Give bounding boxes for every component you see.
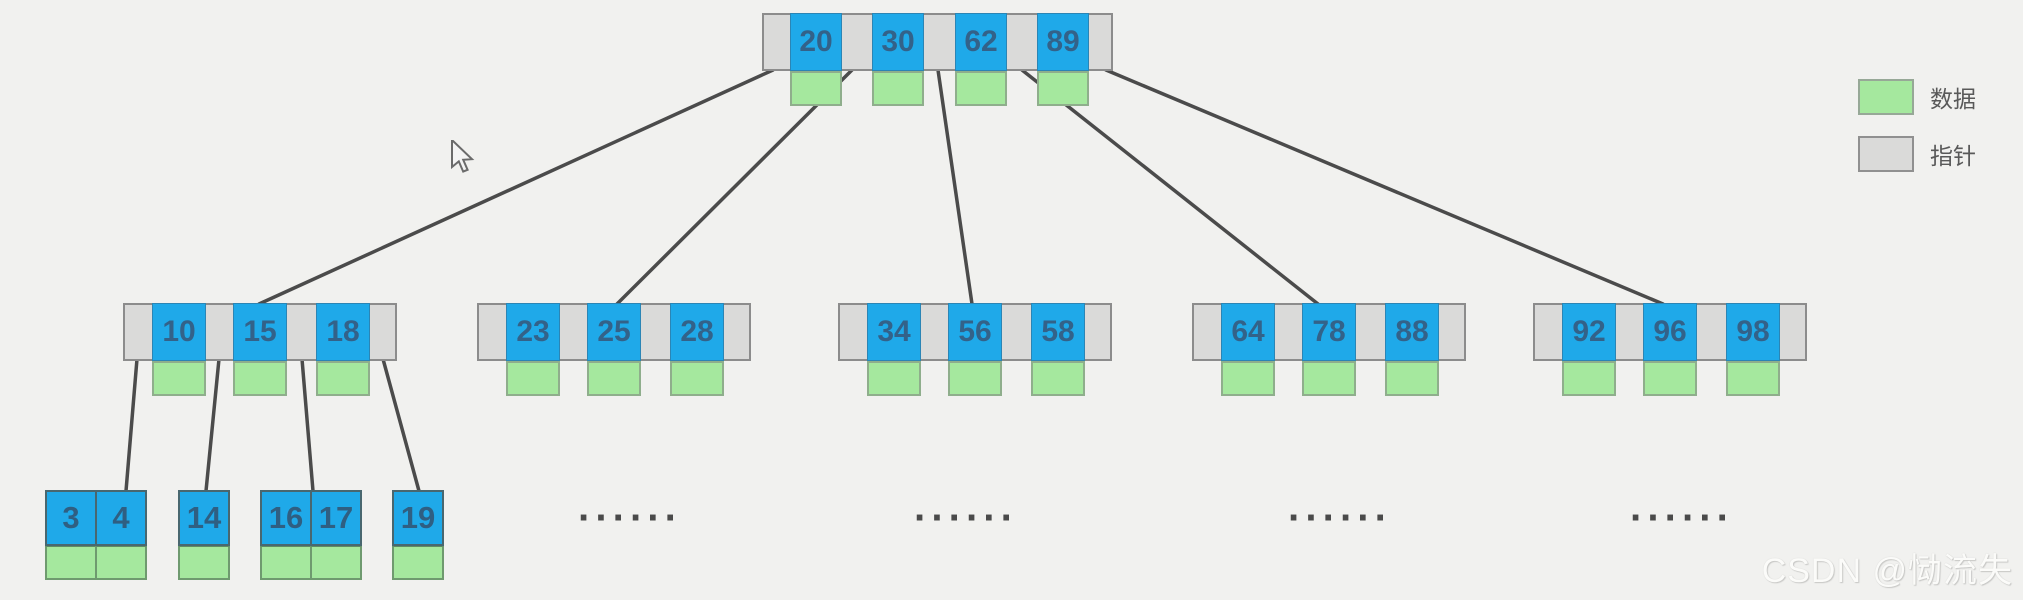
key-slot: 23 <box>506 303 560 396</box>
btree-root-node: 20 30 62 89 <box>762 13 1113 107</box>
key-cell: 17 <box>310 490 362 546</box>
leaf-cell: 16 <box>260 490 312 580</box>
data-cell <box>233 361 287 396</box>
key-cell: 78 <box>1302 303 1356 361</box>
data-cell <box>867 361 921 396</box>
data-cell <box>1726 361 1780 396</box>
data-cell <box>152 361 206 396</box>
key-cell: 14 <box>178 490 230 546</box>
data-cell <box>178 546 230 580</box>
btree-internal-node: 64 78 88 <box>1192 303 1466 397</box>
leaf-cell: 3 <box>45 490 97 580</box>
data-cell <box>316 361 370 396</box>
data-cell <box>1031 361 1085 396</box>
key-slot: 20 <box>790 13 842 106</box>
data-cell <box>1037 71 1089 106</box>
ellipsis: ······ <box>1288 496 1392 540</box>
leaf-node: 3 4 <box>45 490 147 580</box>
data-cell <box>1302 361 1356 396</box>
data-cell <box>392 546 444 580</box>
data-cell <box>872 71 924 106</box>
leaf-node: 19 <box>392 490 444 580</box>
key-slot: 92 <box>1562 303 1616 396</box>
data-cell <box>587 361 641 396</box>
data-cell <box>790 71 842 106</box>
key-slot: 96 <box>1643 303 1697 396</box>
data-cell <box>955 71 1007 106</box>
pointer-swatch-icon <box>1858 136 1914 172</box>
key-slot: 62 <box>955 13 1007 106</box>
legend-row-pointer: 指针 <box>1858 136 1976 172</box>
watermark: CSDN @恸流失 <box>1761 552 2013 590</box>
key-cell: 98 <box>1726 303 1780 361</box>
data-cell <box>45 546 97 580</box>
key-cell: 34 <box>867 303 921 361</box>
data-cell <box>1221 361 1275 396</box>
key-slot: 10 <box>152 303 206 396</box>
leaf-cell: 19 <box>392 490 444 580</box>
data-cell <box>1562 361 1616 396</box>
data-cell <box>670 361 724 396</box>
data-cell <box>948 361 1002 396</box>
key-cell: 64 <box>1221 303 1275 361</box>
key-slot: 64 <box>1221 303 1275 396</box>
data-cell <box>506 361 560 396</box>
leaf-cell: 4 <box>95 490 147 580</box>
key-cell: 3 <box>45 490 97 546</box>
key-cell: 4 <box>95 490 147 546</box>
key-slot: 89 <box>1037 13 1089 106</box>
ellipsis: ······ <box>578 496 682 540</box>
key-cell: 96 <box>1643 303 1697 361</box>
key-cell: 16 <box>260 490 312 546</box>
key-cell: 30 <box>872 13 924 71</box>
data-cell <box>1385 361 1439 396</box>
leaf-node: 14 <box>178 490 230 580</box>
key-cell: 56 <box>948 303 1002 361</box>
key-cell: 23 <box>506 303 560 361</box>
key-cell: 92 <box>1562 303 1616 361</box>
data-cell <box>260 546 312 580</box>
key-cell: 10 <box>152 303 206 361</box>
key-cell: 18 <box>316 303 370 361</box>
legend: 数据 指针 <box>1858 79 1976 193</box>
leaf-cell: 14 <box>178 490 230 580</box>
btree-internal-node: 92 96 98 <box>1533 303 1807 397</box>
key-slot: 78 <box>1302 303 1356 396</box>
legend-label: 数据 <box>1930 86 1976 112</box>
key-cell: 28 <box>670 303 724 361</box>
legend-row-data: 数据 <box>1858 79 1976 115</box>
data-cell <box>1643 361 1697 396</box>
data-cell <box>310 546 362 580</box>
key-slot: 18 <box>316 303 370 396</box>
key-slot: 15 <box>233 303 287 396</box>
ellipsis: ······ <box>914 496 1018 540</box>
key-slot: 34 <box>867 303 921 396</box>
key-slot: 88 <box>1385 303 1439 396</box>
key-cell: 89 <box>1037 13 1089 71</box>
leaf-node: 16 17 <box>260 490 362 580</box>
key-slot: 58 <box>1031 303 1085 396</box>
leaf-cell: 17 <box>310 490 362 580</box>
btree-internal-node: 23 25 28 <box>477 303 751 397</box>
key-slot: 56 <box>948 303 1002 396</box>
ellipsis: ······ <box>1630 496 1734 540</box>
data-cell <box>95 546 147 580</box>
key-cell: 19 <box>392 490 444 546</box>
key-slot: 25 <box>587 303 641 396</box>
btree-internal-node: 34 56 58 <box>838 303 1112 397</box>
key-cell: 62 <box>955 13 1007 71</box>
key-cell: 25 <box>587 303 641 361</box>
key-cell: 58 <box>1031 303 1085 361</box>
legend-label: 指针 <box>1930 143 1976 169</box>
mouse-cursor-icon <box>451 140 475 173</box>
key-cell: 20 <box>790 13 842 71</box>
key-slot: 30 <box>872 13 924 106</box>
key-cell: 15 <box>233 303 287 361</box>
key-slot: 28 <box>670 303 724 396</box>
key-cell: 88 <box>1385 303 1439 361</box>
data-swatch-icon <box>1858 79 1914 115</box>
btree-internal-node: 10 15 18 <box>123 303 397 397</box>
key-slot: 98 <box>1726 303 1780 396</box>
